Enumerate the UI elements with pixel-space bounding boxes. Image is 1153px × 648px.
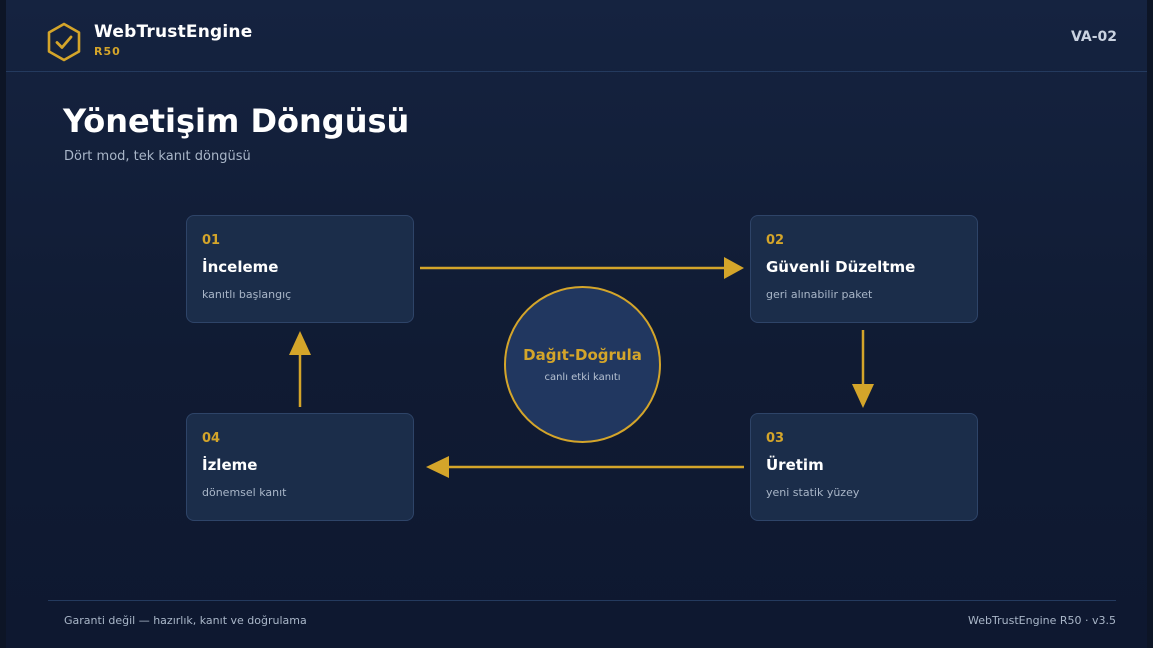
arrow-duzeltme-to-uretim: [852, 330, 874, 408]
brand-name: WebTrustEngine: [94, 22, 253, 42]
check-hexagon-icon: [47, 22, 81, 62]
step-description: kanıtlı başlangıç: [202, 288, 292, 301]
brand-version: R50: [94, 45, 121, 58]
step-title: Üretim: [766, 456, 824, 474]
arrow-izleme-to-inceleme: [289, 331, 311, 407]
slide: WebTrustEngine R50 VA-02 Yönetişim Döngü…: [6, 0, 1147, 648]
step-number: 02: [766, 233, 785, 248]
document-code: VA-02: [1070, 29, 1117, 45]
footer-version: WebTrustEngine R50 · v3.5: [968, 614, 1116, 627]
page-subtitle: Dört mod, tek kanıt döngüsü: [64, 149, 251, 164]
step-description: dönemsel kanıt: [202, 486, 287, 499]
step-description: geri alınabilir paket: [766, 288, 873, 301]
step-card-inceleme: 01 İnceleme kanıtlı başlangıç: [186, 215, 414, 323]
step-number: 04: [202, 431, 221, 446]
step-title: Güvenli Düzeltme: [766, 258, 916, 276]
step-card-izleme: 04 İzleme dönemsel kanıt: [186, 413, 414, 521]
header: WebTrustEngine R50 VA-02: [6, 0, 1147, 72]
step-number: 01: [202, 233, 221, 248]
page-title: Yönetişim Döngüsü: [63, 102, 410, 140]
arrow-inceleme-to-duzeltme: [420, 257, 744, 279]
step-card-guvenli-duzeltme: 02 Güvenli Düzeltme geri alınabilir pake…: [750, 215, 978, 323]
center-title: Dağıt-Doğrula: [523, 346, 642, 364]
step-title: İzleme: [202, 456, 258, 474]
cycle-arrows: [289, 257, 874, 478]
step-title: İnceleme: [202, 258, 279, 276]
step-description: yeni statik yüzey: [766, 486, 860, 499]
arrow-uretim-to-izleme: [426, 456, 744, 478]
center-node: Dağıt-Doğrula canlı etki kanıtı: [504, 286, 661, 443]
footer: Garanti değil — hazırlık, kanıt ve doğru…: [48, 600, 1116, 627]
step-number: 03: [766, 431, 785, 446]
center-subtitle: canlı etki kanıtı: [544, 372, 621, 383]
footer-disclaimer: Garanti değil — hazırlık, kanıt ve doğru…: [64, 614, 307, 627]
step-card-uretim: 03 Üretim yeni statik yüzey: [750, 413, 978, 521]
